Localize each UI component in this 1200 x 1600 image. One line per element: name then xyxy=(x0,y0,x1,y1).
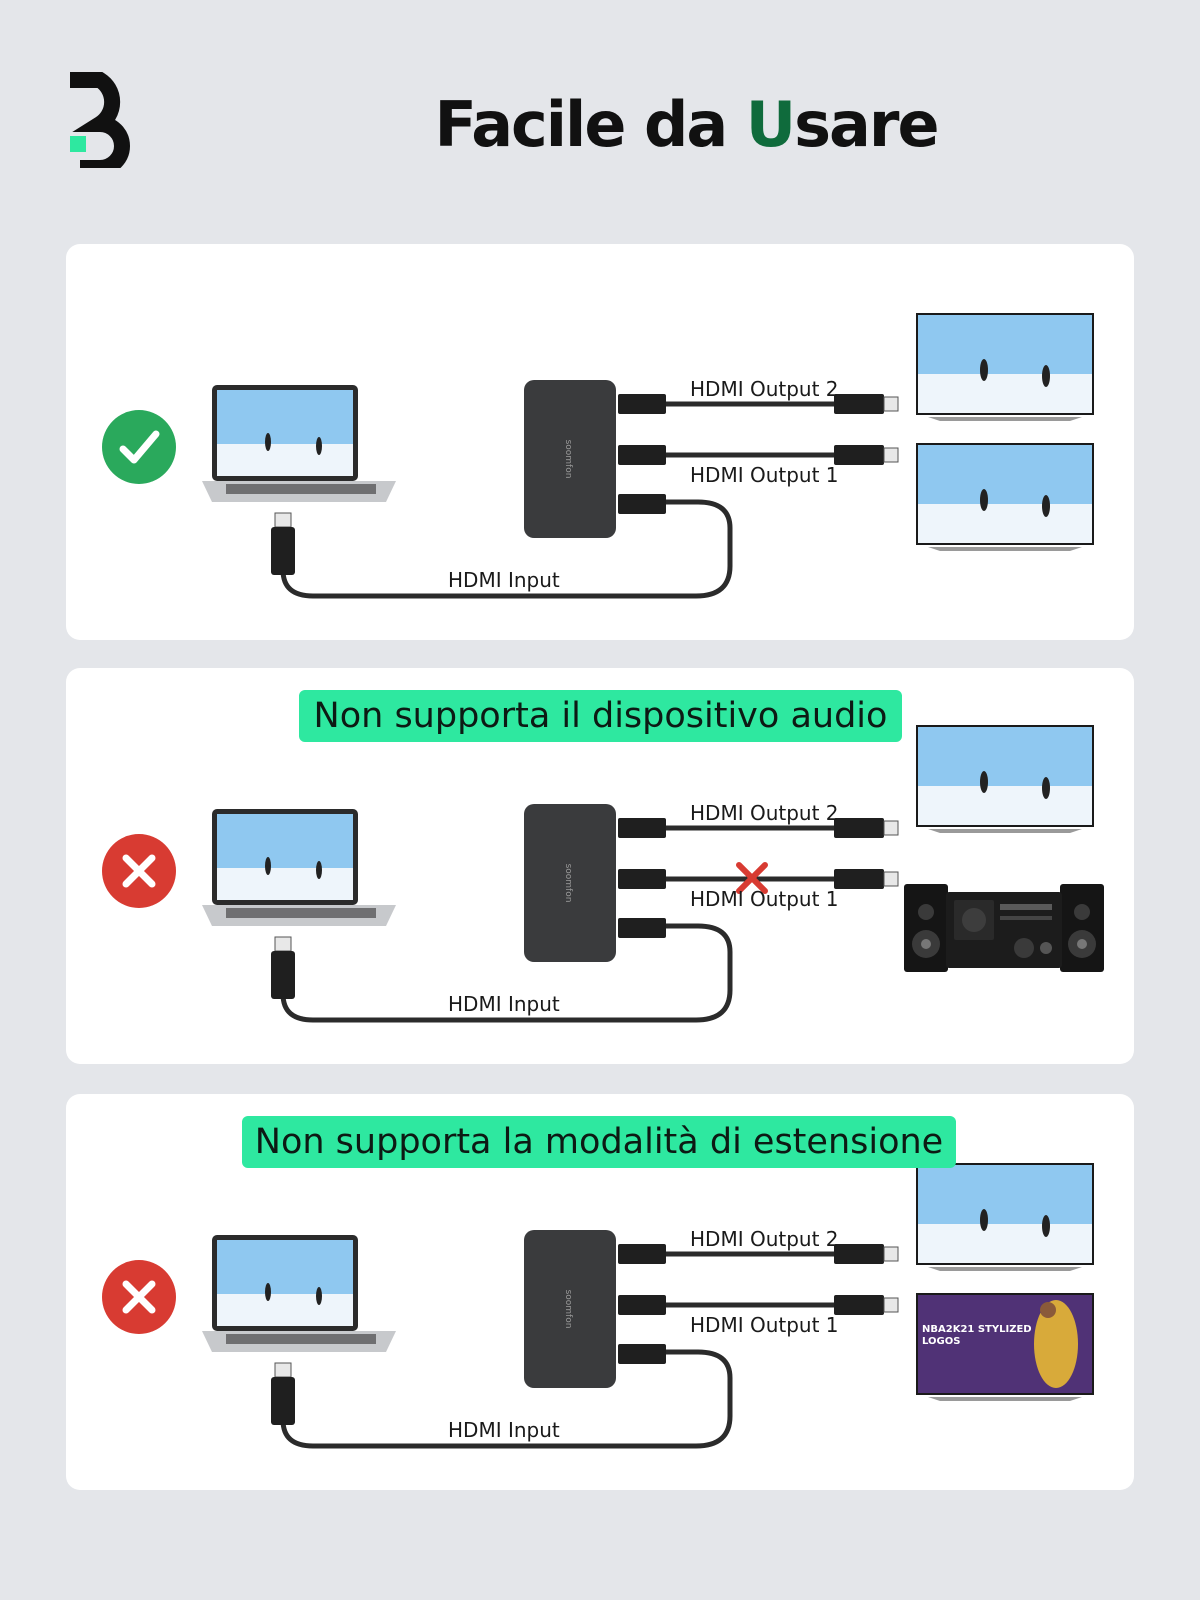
hdmi-output-2-label: HDMI Output 2 xyxy=(690,377,839,401)
title-part1: Facile da xyxy=(434,88,746,161)
hdmi-splitter-device: soomfon xyxy=(524,380,666,538)
title-part2: sare xyxy=(794,88,939,161)
hdmi-splitter-device: soomfon xyxy=(524,804,666,962)
hdmi-plug-icon xyxy=(271,1362,295,1425)
connection-diagram: soomfon xyxy=(102,1163,1094,1449)
hdmi-plug-icon xyxy=(834,818,899,889)
title-accent: U xyxy=(745,88,796,161)
laptop-illustration xyxy=(202,1235,396,1352)
hdmi-plug-icon xyxy=(834,394,899,465)
hdmi-output-1-label: HDMI Output 1 xyxy=(690,463,839,487)
svg-text:soomfon: soomfon xyxy=(563,864,573,903)
hdmi-plug-icon xyxy=(271,512,295,575)
hdmi-output-2-label: HDMI Output 2 xyxy=(690,1227,839,1251)
connection-diagram: soomfon xyxy=(102,725,1104,1023)
checkmark-icon xyxy=(102,410,176,484)
hdmi-output-2-label: HDMI Output 2 xyxy=(690,801,839,825)
laptop-illustration xyxy=(202,809,396,926)
tv-illustration xyxy=(916,725,1094,833)
tv-game-illustration xyxy=(916,1293,1094,1401)
game-screen-logo: NBA2K21 STYLIZED LOGOS xyxy=(922,1324,1032,1347)
hdmi-plug-icon xyxy=(271,936,295,999)
tv-illustration xyxy=(916,443,1094,551)
unsupported-audio-banner: Non supporta il dispositivo audio xyxy=(299,690,902,742)
unsupported-extend-banner: Non supporta la modalità di estensione xyxy=(242,1116,956,1168)
x-icon xyxy=(102,834,176,908)
x-icon xyxy=(102,1260,176,1334)
tv-illustration xyxy=(916,1163,1094,1271)
hdmi-cables xyxy=(280,1251,834,1449)
laptop-illustration xyxy=(202,385,396,502)
hdmi-input-label: HDMI Input xyxy=(448,1418,560,1442)
tv-illustration xyxy=(916,313,1094,421)
hdmi-output-1-label: HDMI Output 1 xyxy=(690,887,839,911)
hdmi-plug-icon xyxy=(834,1244,899,1315)
svg-text:soomfon: soomfon xyxy=(563,440,573,479)
hdmi-input-label: HDMI Input xyxy=(448,568,560,592)
panel-no-audio: soomfon No xyxy=(66,668,1134,1064)
brand-logo xyxy=(70,72,130,168)
hdmi-splitter-device: soomfon xyxy=(524,1230,666,1388)
svg-text:soomfon: soomfon xyxy=(563,1290,573,1329)
cross-mark-icon xyxy=(736,862,768,894)
hdmi-output-1-label: HDMI Output 1 xyxy=(690,1313,839,1337)
page-title: Facile da Usare xyxy=(0,88,1200,161)
hdmi-cables xyxy=(280,401,834,599)
connection-diagram: soomfon xyxy=(102,313,1094,599)
speaker-system-illustration xyxy=(904,884,1104,972)
panel-no-extend-mode: soomfon NBA2K21 STYLIZED LOGOS Non supp xyxy=(66,1094,1134,1490)
hdmi-input-label: HDMI Input xyxy=(448,992,560,1016)
panel-supported: soomfon HDMI Output 2 HDMI Ou xyxy=(66,244,1134,640)
